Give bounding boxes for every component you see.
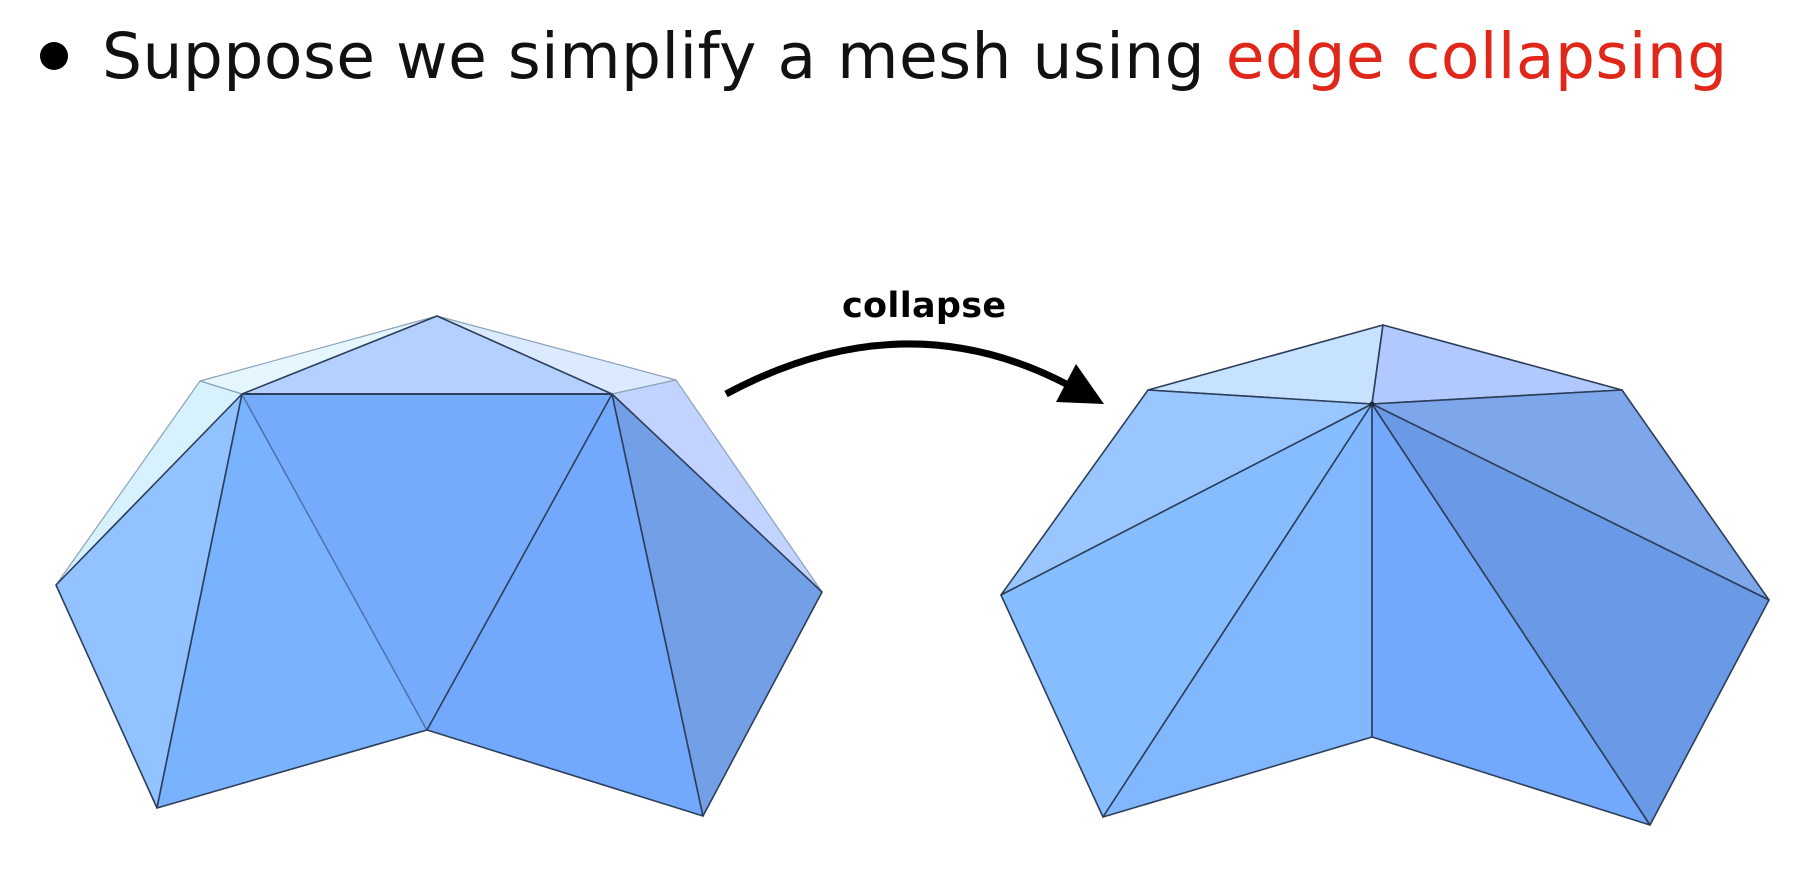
collapse-arrow bbox=[724, 340, 1104, 404]
bullet-text-highlight: edge collapsing bbox=[1225, 19, 1728, 93]
merged-vertex bbox=[1369, 401, 1375, 407]
mesh-face bbox=[611, 393, 823, 817]
mesh-face bbox=[1371, 403, 1770, 826]
bullet-dot bbox=[40, 42, 68, 70]
bullet-point: Suppose we simplify a mesh using edge co… bbox=[40, 14, 1728, 98]
collapse-label: collapse bbox=[842, 286, 1007, 326]
bullet-text-prefix: Suppose we simplify a mesh using bbox=[102, 19, 1226, 93]
mesh-after-collapse bbox=[1000, 324, 1770, 826]
mesh-before-collapse bbox=[55, 315, 823, 817]
bullet-text: Suppose we simplify a mesh using edge co… bbox=[102, 20, 1728, 93]
